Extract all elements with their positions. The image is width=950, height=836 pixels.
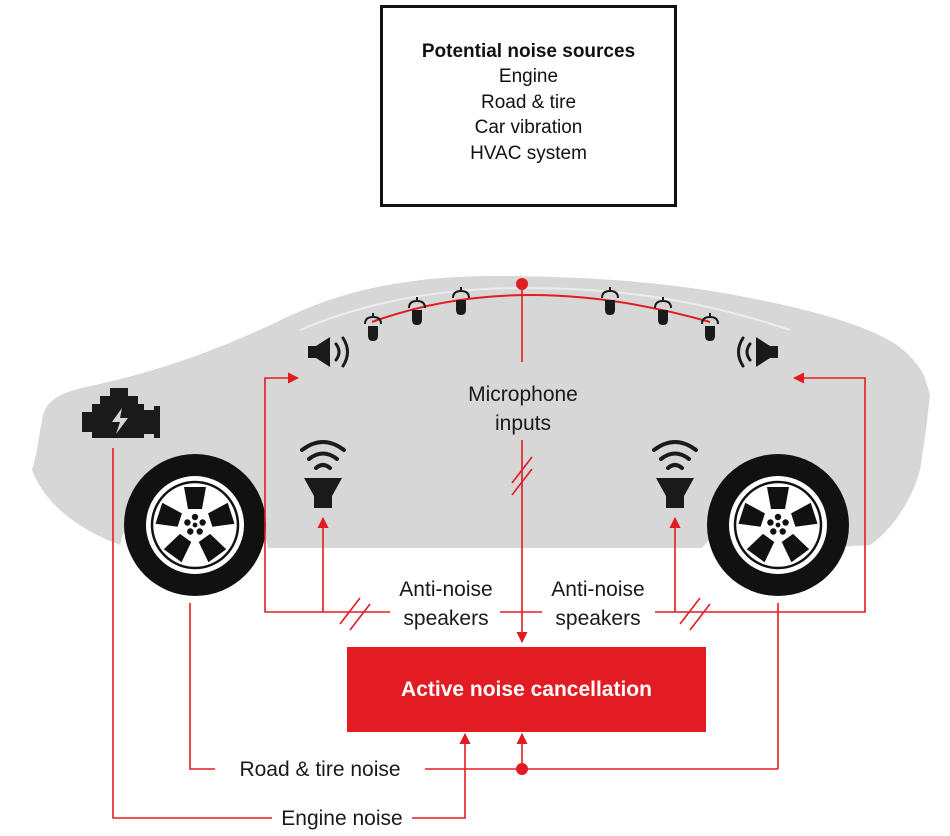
engine-noise-text: Engine noise xyxy=(281,807,403,830)
noise-source-item: Engine xyxy=(498,66,559,87)
road-tire-noise-text: Road & tire noise xyxy=(239,758,401,781)
microphone-arc xyxy=(371,294,711,323)
engine-icon xyxy=(82,388,160,438)
noise-junction xyxy=(516,763,528,775)
active-noise-cancellation-block: Active noise cancellation xyxy=(347,647,706,732)
speaker-icon xyxy=(737,336,778,368)
anti-noise-label-line: Anti-noise xyxy=(399,578,493,601)
noise-sources-title: Potential noise sources xyxy=(421,41,636,62)
engine-noise-label: Engine noise xyxy=(272,804,412,833)
signal-wiring xyxy=(112,290,866,819)
wheel-icon xyxy=(122,452,268,598)
anc-label: Active noise cancellation xyxy=(401,677,652,701)
speaker-icon xyxy=(308,336,349,368)
anti-noise-speakers-label-left: Anti-noise speakers xyxy=(382,575,510,633)
anti-noise-label-line: Anti-noise xyxy=(551,578,645,601)
car-body xyxy=(32,275,930,548)
microphone-inputs-label: Microphone inputs xyxy=(440,380,606,438)
anti-noise-speakers-label-right: Anti-noise speakers xyxy=(534,575,662,633)
anti-noise-label-line: speakers xyxy=(555,607,641,630)
noise-sources-box: Potential noise sources Engine Road & ti… xyxy=(380,5,677,207)
microphone-junction xyxy=(516,278,528,290)
noise-source-item: Road & tire xyxy=(480,91,577,113)
microphone-label-line: Microphone xyxy=(468,383,578,406)
noise-source-item: HVAC system xyxy=(470,142,587,164)
microphone-label-line: inputs xyxy=(494,412,552,435)
road-tire-noise-label: Road & tire noise xyxy=(218,755,422,784)
anti-noise-label-line: speakers xyxy=(403,607,489,630)
wheel-icon xyxy=(705,452,851,598)
noise-source-item: Car vibration xyxy=(474,117,583,138)
noise-sources-list: Engine Road & tire Car vibration HVAC sy… xyxy=(383,64,674,166)
